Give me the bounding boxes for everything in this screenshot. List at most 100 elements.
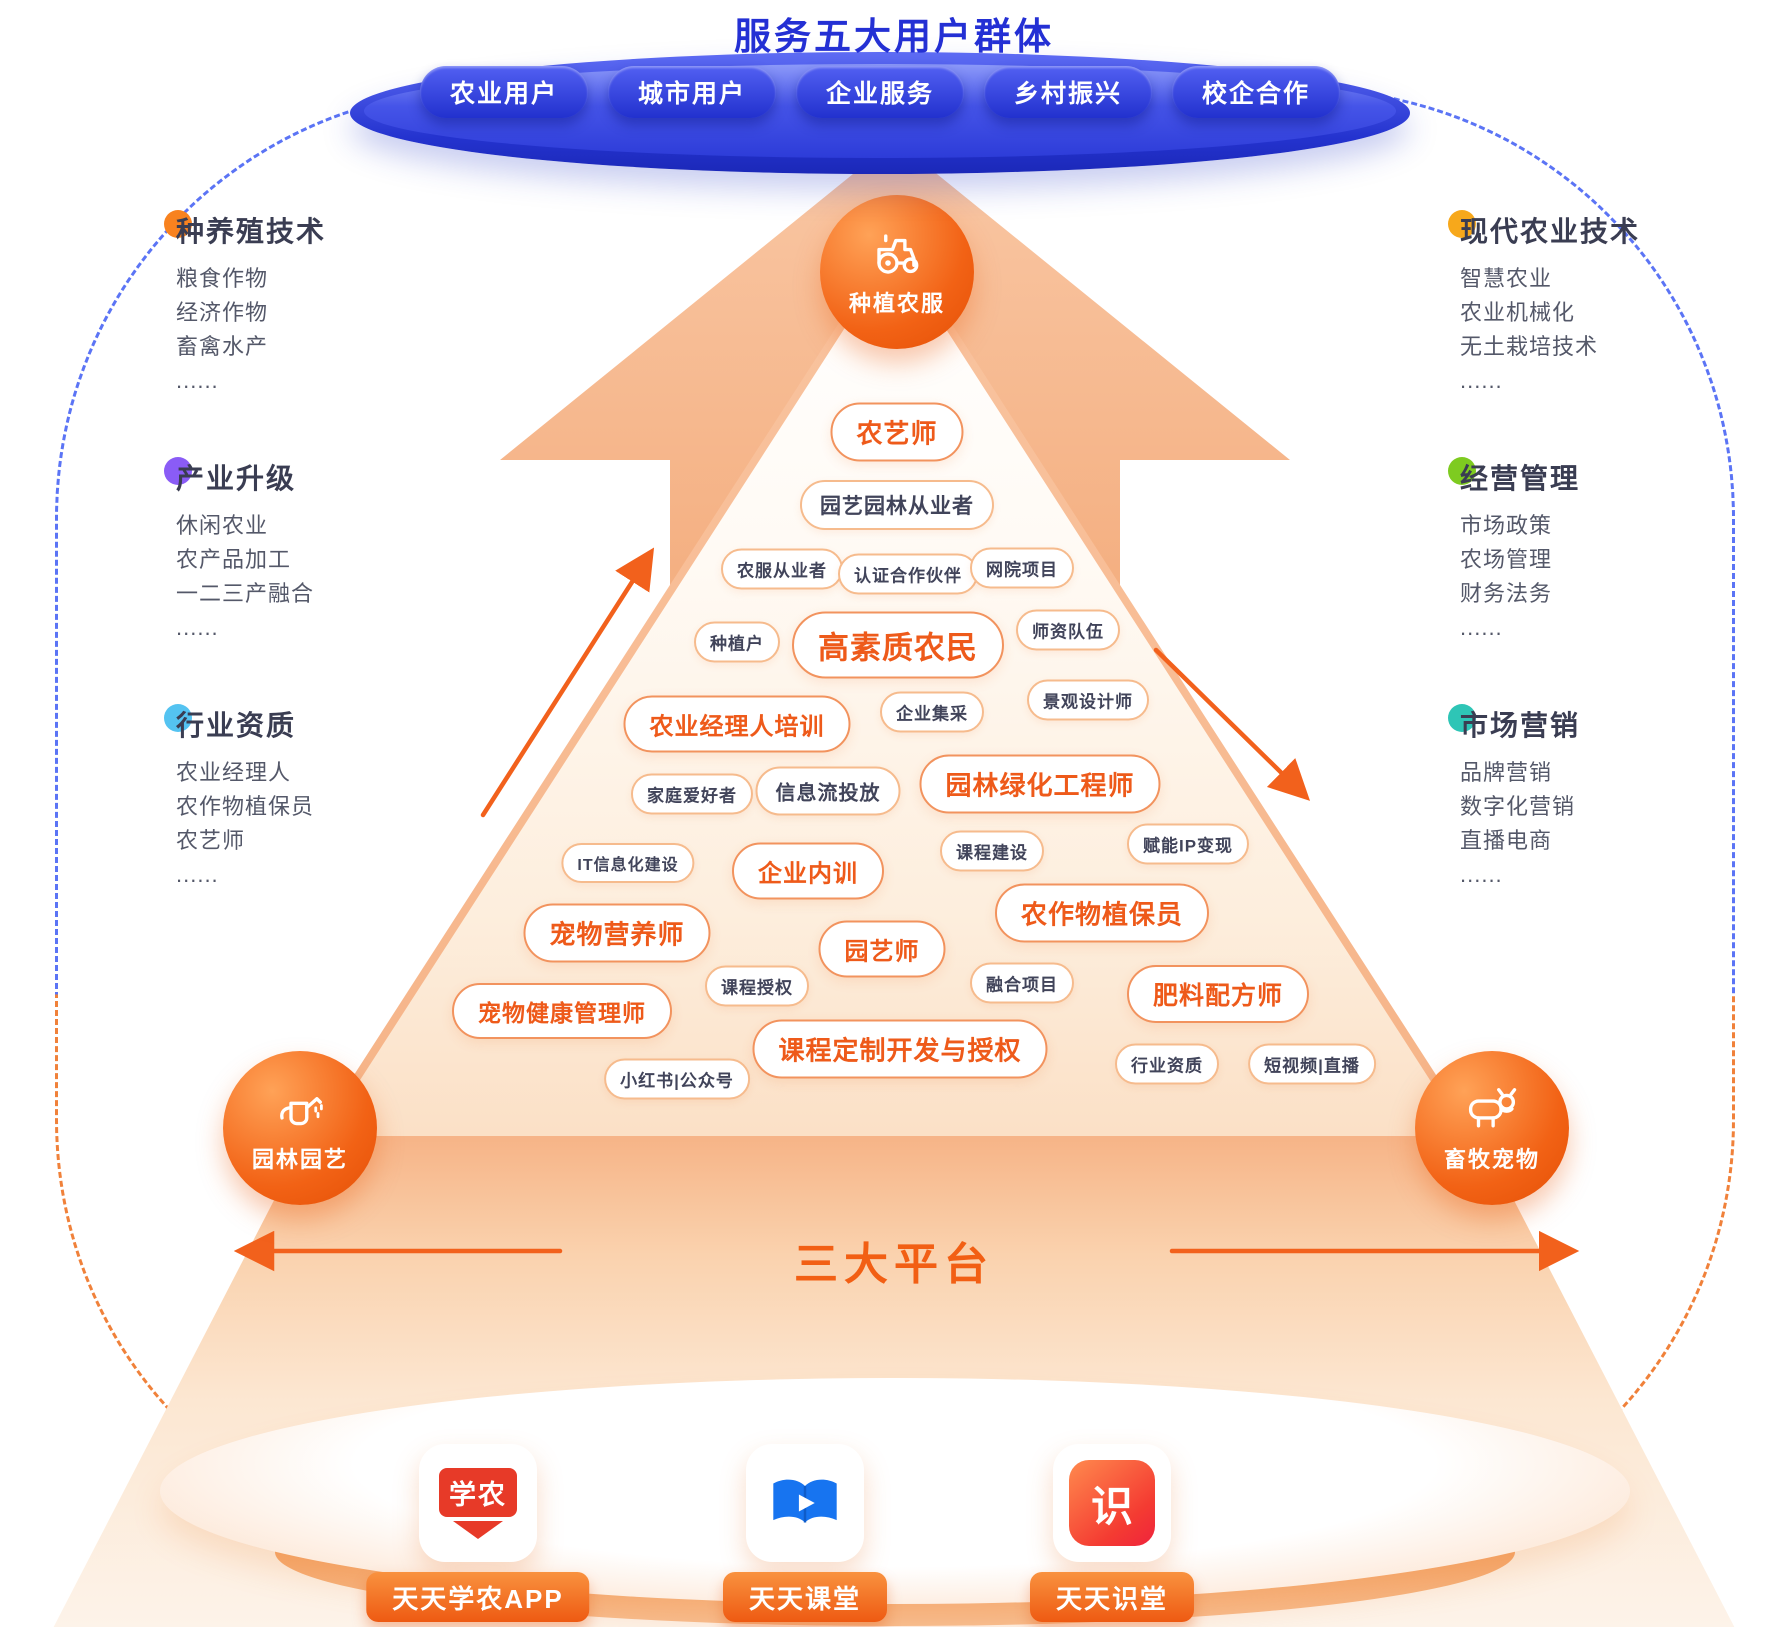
page-title: 服务五大用户群体 [734, 16, 1054, 57]
pyramid-tag: 网院项目 [970, 547, 1074, 589]
node-label: 种植农服 [848, 290, 945, 316]
pyramid-tag: 园林绿化工程师 [919, 754, 1161, 814]
section-breeding-tech: 种养殖技术 粮食作物 经济作物 畜禽水产 ...... [164, 210, 456, 398]
pyramid-tag: 师资队伍 [1016, 609, 1120, 651]
app-card-xuenong: 学农 [419, 1444, 537, 1562]
user-group-pill-rural: 乡村振兴 [984, 66, 1153, 118]
section-item: ...... [1460, 615, 1503, 640]
pyramid-tag: 宠物健康管理师 [452, 983, 672, 1039]
cow-icon [1468, 1087, 1517, 1127]
pyramid-tag: 宠物营养师 [523, 903, 711, 963]
section-dot [164, 704, 192, 732]
section-item: 数字化营销 [1460, 794, 1576, 819]
watering-can-icon [280, 1096, 323, 1125]
pyramid-tag: 课程定制开发与授权 [752, 1019, 1048, 1079]
user-group-pill-agriculture: 农业用户 [419, 66, 588, 118]
section-operation-management: 经营管理 市场政策 农场管理 财务法务 ...... [1448, 457, 1740, 645]
pyramid-tag: IT信息化建设 [561, 843, 695, 883]
section-item: ...... [176, 862, 219, 887]
section-item: 农业机械化 [1460, 300, 1576, 325]
user-group-pill-school: 校企合作 [1172, 66, 1341, 118]
section-title: 行业资质 [176, 710, 297, 741]
pyramid-tag: 认证合作伙伴 [838, 553, 978, 595]
pyramid-tag: 园艺师 [818, 920, 946, 978]
node-label: 园林园艺 [251, 1146, 348, 1172]
user-group-pill-city: 城市用户 [607, 66, 776, 118]
pyramid-tag: 小红书|公众号 [604, 1058, 750, 1100]
section-item: 市场政策 [1460, 513, 1553, 538]
app-label-ketang: 天天课堂 [722, 1572, 888, 1622]
section-title: 经营管理 [1460, 463, 1581, 494]
pyramid-tag: 融合项目 [970, 962, 1074, 1004]
pyramid-tag: 景观设计师 [1027, 679, 1149, 721]
xuenong-app-icon: 学农 [439, 1467, 517, 1539]
pyramid-tag: 家庭爱好者 [631, 773, 753, 815]
section-item: 农业经理人 [176, 760, 292, 785]
pyramid-tag: 企业集采 [880, 691, 984, 733]
xuenong-logo-book [453, 1520, 503, 1539]
node-gardening: 园林园艺 [223, 1051, 377, 1205]
pyramid-tag: 农业经理人培训 [623, 695, 851, 753]
section-item: 无土栽培技术 [1460, 334, 1599, 359]
section-item: 直播电商 [1460, 828, 1553, 853]
pyramid-tag: 农服从业者 [721, 548, 843, 590]
pyramid-tag: 高素质农民 [792, 611, 1004, 679]
section-item: 农作物植保员 [176, 794, 315, 819]
app-label-shitang: 天天识堂 [1029, 1572, 1195, 1622]
pyramid-tag: 信息流投放 [755, 766, 901, 816]
section-item: ...... [1460, 862, 1503, 887]
section-item: 品牌营销 [1460, 760, 1553, 785]
app-card-shitang: 识 [1053, 1444, 1171, 1562]
section-item: 经济作物 [176, 300, 269, 325]
section-title: 现代农业技术 [1460, 216, 1641, 247]
section-dot [1448, 210, 1476, 238]
pyramid-tag: 课程授权 [705, 965, 809, 1007]
user-groups-row: 农业用户 城市用户 企业服务 乡村振兴 校企合作 [355, 66, 1405, 118]
pyramid-tag: 行业资质 [1115, 1043, 1219, 1085]
section-dot [164, 457, 192, 485]
section-item: 农产品加工 [176, 547, 292, 572]
pyramid-tag: 肥料配方师 [1126, 965, 1310, 1023]
app-label-xuenong: 天天学农APP [366, 1572, 590, 1622]
section-modern-agri-tech: 现代农业技术 智慧农业 农业机械化 无土栽培技术 ...... [1448, 210, 1740, 398]
section-item: ...... [1460, 368, 1503, 393]
ketang-app-icon [773, 1479, 837, 1523]
section-item: 休闲农业 [176, 513, 269, 538]
section-title: 产业升级 [176, 463, 297, 494]
section-item: 粮食作物 [176, 266, 269, 291]
section-industry-upgrade: 产业升级 休闲农业 农产品加工 一二三产融合 ...... [164, 457, 456, 645]
user-group-pill-enterprise: 企业服务 [795, 66, 964, 118]
section-industry-qualification: 行业资质 农业经理人 农作物植保员 农艺师 ...... [164, 704, 456, 892]
pyramid-tag: 课程建设 [940, 830, 1044, 872]
pyramid-tag: 赋能IP变现 [1126, 823, 1250, 865]
section-item: 一二三产融合 [176, 581, 315, 606]
section-item: 智慧农业 [1460, 266, 1553, 291]
section-item: 农艺师 [176, 828, 246, 853]
pyramid-tag: 农作物植保员 [994, 883, 1210, 943]
pyramid-tag: 园艺园林从业者 [800, 480, 994, 530]
section-title: 市场营销 [1460, 710, 1581, 741]
section-item: ...... [176, 368, 219, 393]
section-marketing: 市场营销 品牌营销 数字化营销 直播电商 ...... [1448, 704, 1740, 892]
section-item: 农场管理 [1460, 547, 1553, 572]
pyramid-tag: 种植户 [694, 621, 780, 663]
app-card-ketang [746, 1444, 864, 1562]
platform-stage-ellipse [160, 1378, 1630, 1604]
node-label: 畜牧宠物 [1443, 1146, 1540, 1172]
pyramid-tag: 短视频|直播 [1248, 1043, 1376, 1085]
platforms-title: 三大平台 [794, 1240, 994, 1289]
node-planting-service: 种植农服 [820, 195, 974, 349]
pyramid-tag: 农艺师 [830, 402, 964, 462]
section-item: 畜禽水产 [176, 334, 269, 359]
tractor-icon [877, 233, 919, 274]
node-livestock-pets: 畜牧宠物 [1415, 1051, 1569, 1205]
section-title: 种养殖技术 [176, 216, 327, 247]
section-dot [1448, 457, 1476, 485]
section-dot [1448, 704, 1476, 732]
xuenong-logo-text: 学农 [439, 1467, 517, 1517]
section-dot [164, 210, 192, 238]
section-item: ...... [176, 615, 219, 640]
pyramid-tag: 企业内训 [732, 842, 884, 900]
shitang-app-icon: 识 [1069, 1460, 1155, 1546]
